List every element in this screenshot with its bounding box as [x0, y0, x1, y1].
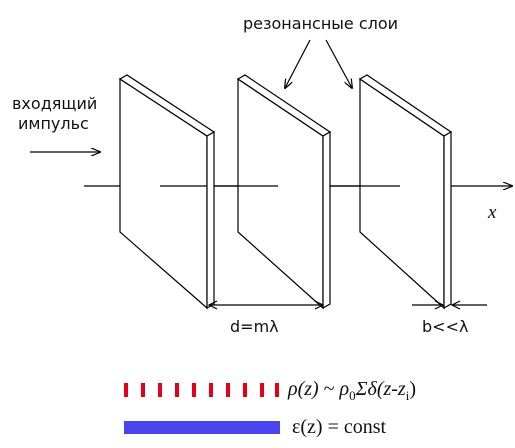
pointer-arrow-1 [285, 39, 311, 88]
eps-text: ε(z) = const [292, 416, 387, 438]
rho-sub-i: i [405, 388, 410, 403]
resonant-layer-1 [118, 74, 216, 310]
legend-rho-swatch [124, 383, 279, 397]
rho-tilde: ~ [318, 378, 340, 400]
axis-x-label: x [488, 202, 497, 223]
rho0-sub: 0 [349, 388, 356, 403]
rho0: ρ [339, 378, 350, 400]
rho-close: ) [409, 378, 417, 400]
legend-eps-label: ε(z) = const [292, 416, 386, 439]
legend-rho-label: ρ(z) ~ ρ0Σδ(z-zi) [288, 378, 416, 404]
incoming-label-line2: импульс [18, 114, 89, 133]
resonant-layers-label: резонансные слои [243, 14, 399, 33]
rho-lhs: ρ(z) [288, 378, 319, 400]
legend-eps-swatch [124, 421, 280, 434]
rho-sum-delta: Σδ(z-z [355, 378, 406, 400]
pointer-arrow-2 [325, 39, 352, 88]
resonant-layer-2 [236, 74, 332, 310]
spacing-label: d=mλ [230, 317, 279, 336]
incoming-label-line1: входящий [12, 94, 98, 113]
thickness-label: b<<λ [422, 317, 469, 336]
resonant-layer-3 [358, 74, 453, 310]
